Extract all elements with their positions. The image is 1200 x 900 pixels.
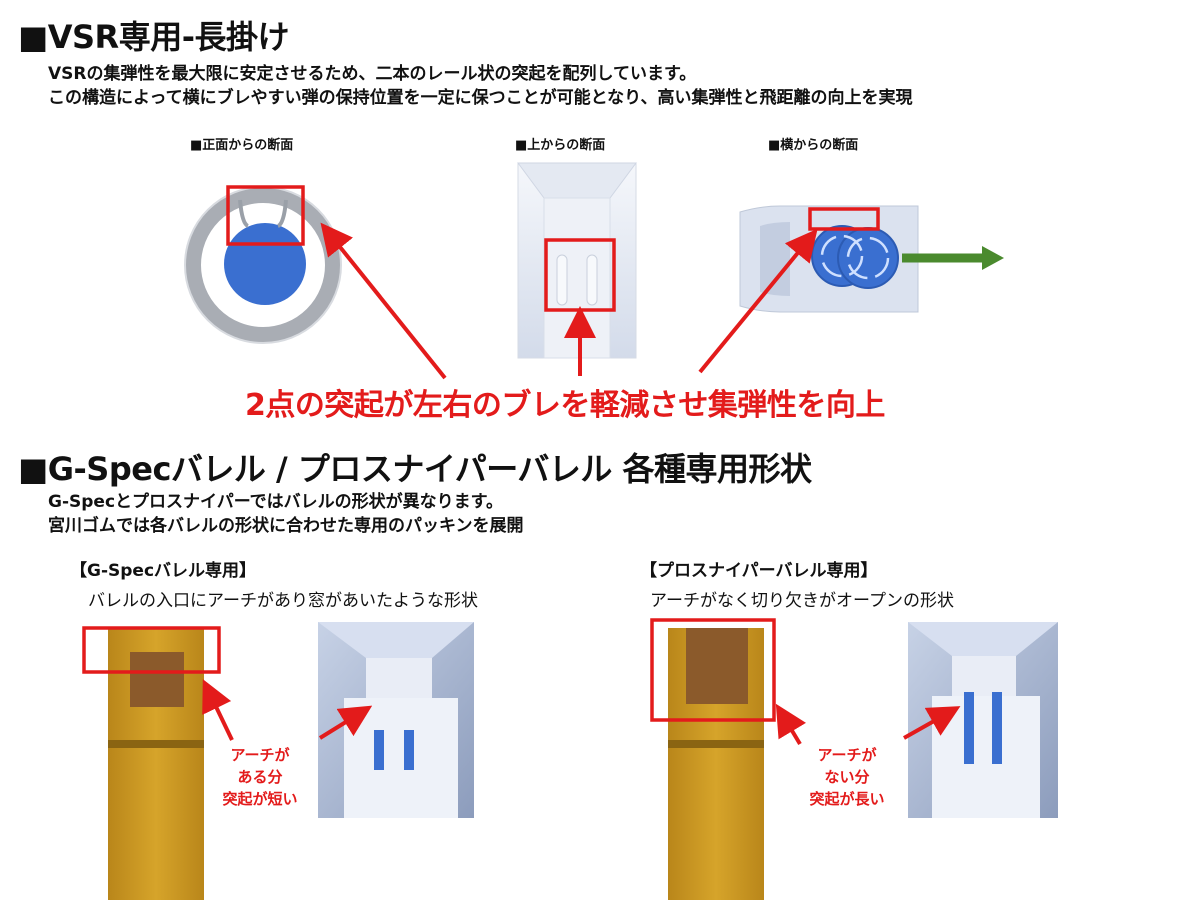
front-highlight-box: [226, 185, 305, 246]
rail-left: [556, 254, 568, 306]
side-section-diagram: [739, 205, 1004, 313]
top-section-diagram: [517, 162, 637, 359]
gspec-note: アーチが ある分 突起が短い: [205, 744, 315, 810]
gspec-rail-right: [404, 730, 414, 770]
prosniper-rail-left: [964, 692, 974, 764]
prosniper-rail-right: [992, 692, 1002, 764]
prosniper-barrel-diagram: [650, 618, 807, 900]
gspec-note-line3: 突起が短い: [222, 790, 298, 808]
view-top-label: ■上からの断面: [515, 138, 606, 153]
prosniper-notch-highlight: [650, 618, 776, 722]
prosniper-note-line1: アーチが: [817, 746, 877, 764]
gspec-rail-left: [374, 730, 384, 770]
gspec-packing-diagram: [318, 622, 474, 818]
callout-arrows: [320, 222, 818, 380]
gspec-window: [130, 652, 184, 707]
section1-desc-line1: VSRの集弾性を最大限に安定させるため、二本のレール状の突起を配列しています。: [48, 64, 697, 84]
section1-callout: 2点の突起が左右のブレを軽減させ集弾性を向上: [245, 388, 885, 423]
section1-title: ■VSR専用-長掛け: [18, 18, 289, 56]
gspec-note-line1: アーチが: [230, 746, 290, 764]
prosniper-note: アーチが ない分 突起が長い: [792, 744, 902, 810]
front-section-diagram: [184, 185, 342, 344]
prosniper-packing-diagram: [903, 622, 1058, 818]
prosniper-note-line2: ない分: [824, 768, 870, 786]
prosniper-note-line3: 突起が長い: [809, 790, 885, 808]
section2-desc-line1: G-Specとプロスナイパーではバレルの形状が異なります。: [48, 492, 503, 512]
section1-desc-line2: この構造によって横にブレやすい弾の保持位置を一定に保つことが可能となり、高い集弾…: [48, 88, 913, 108]
side-highlight-box: [808, 207, 880, 231]
prosniper-heading: 【プロスナイパーバレル専用】: [640, 561, 878, 581]
gspec-caption: バレルの入口にアーチがあり窓があいたような形状: [88, 591, 478, 611]
bb-ball: [224, 223, 306, 305]
view-side-label: ■横からの断面: [768, 138, 859, 153]
rail-right: [586, 254, 598, 306]
view-front-label: ■正面からの断面: [190, 138, 294, 153]
prosniper-caption: アーチがなく切り欠きがオープンの形状: [650, 591, 954, 611]
rail-protrusions: [238, 199, 288, 228]
prosniper-notch: [686, 628, 748, 704]
gspec-arch-highlight: [82, 626, 221, 674]
gspec-heading: 【G-Specバレル専用】: [70, 561, 257, 581]
gspec-note-line2: ある分: [237, 768, 283, 786]
section2-title: ■G-Specバレル / プロスナイパーバレル 各種専用形状: [18, 450, 812, 488]
gspec-barrel-diagram: [82, 626, 234, 900]
section2-desc-line2: 宮川ゴムでは各バレルの形状に合わせた専用のパッキンを展開: [48, 516, 524, 536]
